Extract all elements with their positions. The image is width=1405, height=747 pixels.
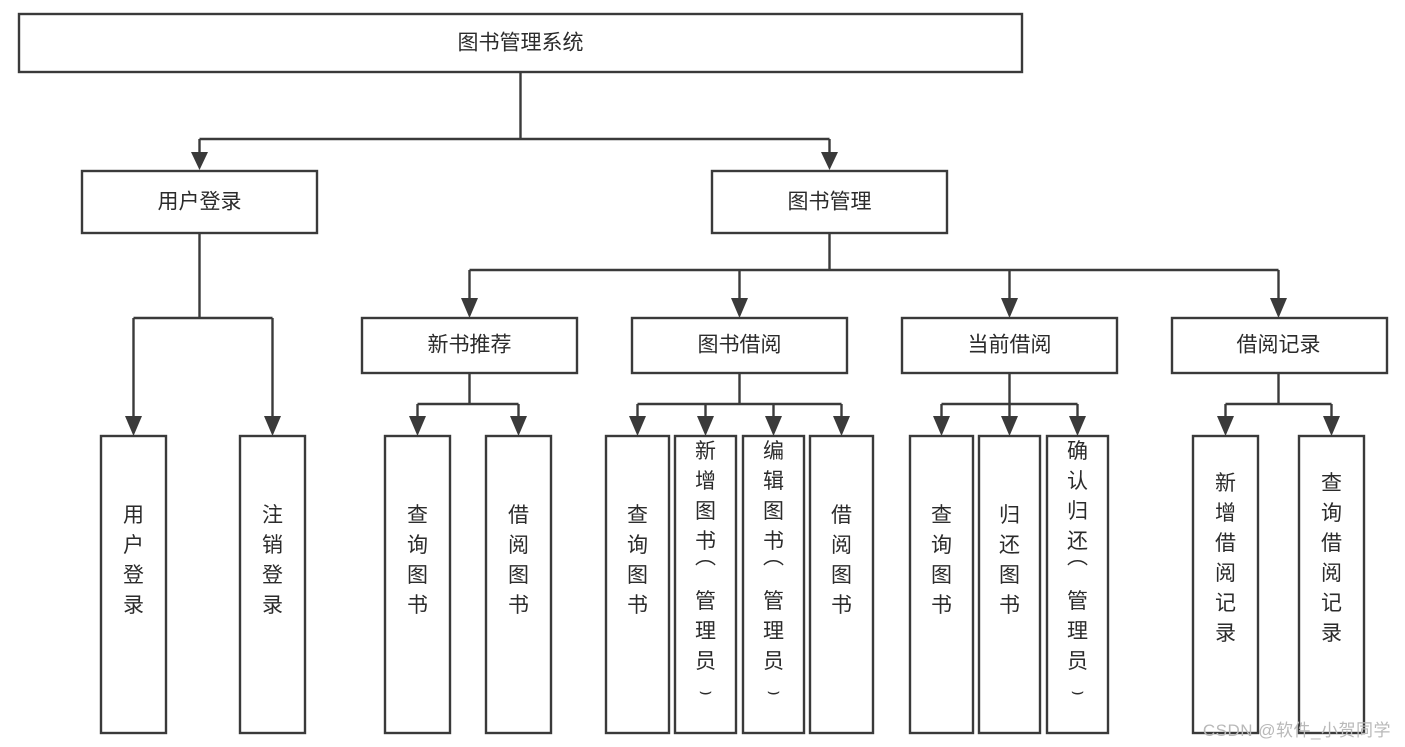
arrowhead-leaf11 [1069,416,1086,436]
node-login-box[interactable] [80,169,319,235]
node-current[interactable]: 当前借阅 [900,316,1119,375]
arrowhead-leaf6 [697,416,714,436]
node-leaf6-label: 新增图书⌒管理员⌣ [695,440,716,703]
node-bookmgmt[interactable]: 图书管理 [710,169,949,235]
arrowhead-leaf8 [833,416,850,436]
node-leaf4-box[interactable] [484,434,553,735]
node-borrow-box[interactable] [630,316,849,375]
node-leaf3-box[interactable] [383,434,452,735]
arrowhead-leaf3 [409,416,426,436]
node-bookmgmt-box[interactable] [710,169,949,235]
node-leaf12[interactable]: 新增借阅记录 [1191,434,1260,735]
arrowhead-records [1270,298,1287,318]
arrowhead-leaf4 [510,416,527,436]
node-login-label: 用户登录 [158,191,242,214]
node-leaf7-label: 编辑图书⌒管理员⌣ [763,440,784,703]
node-leaf13[interactable]: 查询借阅记录 [1297,434,1366,735]
arrowhead-leaf9 [933,416,950,436]
arrowhead-leaf7 [765,416,782,436]
node-leaf13-label: 查询借阅记录 [1321,472,1342,645]
node-records-label: 借阅记录 [1237,334,1321,357]
csdn-watermark: CSDN @软件_小贺同学 [1202,721,1391,740]
node-leaf9-box[interactable] [908,434,975,735]
node-root-box[interactable] [17,12,1024,74]
arrowhead-leaf1 [125,416,142,436]
node-leaf2[interactable]: 注销登录 [238,434,307,735]
connector-layer [125,72,1340,436]
node-leaf10-label: 归还图书 [999,504,1020,617]
node-newbook[interactable]: 新书推荐 [360,316,579,375]
node-leaf2-label: 注销登录 [262,504,283,617]
node-root-label: 图书管理系统 [458,32,584,55]
arrowhead-current [1001,298,1018,318]
node-current-box[interactable] [900,316,1119,375]
arrowhead-leaf13 [1323,416,1340,436]
node-leaf8-label: 借阅图书 [831,504,852,617]
node-borrow-label: 图书借阅 [698,334,782,357]
node-leaf7[interactable]: 编辑图书⌒管理员⌣ [741,434,806,735]
node-leaf3-label: 查询图书 [407,504,428,617]
node-leaf11-label: 确认归还⌒管理员⌣ [1067,440,1088,703]
arrowhead-leaf10 [1001,416,1018,436]
node-leaf7-box[interactable] [741,434,806,735]
node-leaf13-box[interactable] [1297,434,1366,735]
node-newbook-box[interactable] [360,316,579,375]
arrowhead-leaf5 [629,416,646,436]
node-leaf11[interactable]: 确认归还⌒管理员⌣ [1045,434,1110,735]
node-leaf6-box[interactable] [673,434,738,735]
node-leaf6[interactable]: 新增图书⌒管理员⌣ [673,434,738,735]
node-login[interactable]: 用户登录 [80,169,319,235]
node-leaf1[interactable]: 用户登录 [99,434,168,735]
node-records[interactable]: 借阅记录 [1170,316,1389,375]
node-leaf4-label: 借阅图书 [508,504,529,617]
node-leaf10[interactable]: 归还图书 [977,434,1042,735]
node-leaf1-box[interactable] [99,434,168,735]
node-newbook-label: 新书推荐 [428,334,512,357]
node-leaf11-box[interactable] [1045,434,1110,735]
node-current-label: 当前借阅 [968,334,1052,357]
node-leaf9-label: 查询图书 [931,504,952,617]
node-bookmgmt-label: 图书管理 [788,191,872,214]
arrowhead-leaf2 [264,416,281,436]
arrowhead-bookmgmt [821,152,838,170]
node-borrow[interactable]: 图书借阅 [630,316,849,375]
node-leaf8[interactable]: 借阅图书 [808,434,875,735]
node-leaf5-box[interactable] [604,434,671,735]
arrowhead-login [191,152,208,170]
node-leaf12-box[interactable] [1191,434,1260,735]
node-leaf5[interactable]: 查询图书 [604,434,671,735]
node-root[interactable]: 图书管理系统 [17,12,1024,74]
node-leaf1-label: 用户登录 [123,504,144,617]
node-leaf10-box[interactable] [977,434,1042,735]
arrowhead-newbook [461,298,478,318]
node-records-box[interactable] [1170,316,1389,375]
node-leaf8-box[interactable] [808,434,875,735]
node-leaf2-box[interactable] [238,434,307,735]
node-leaf3[interactable]: 查询图书 [383,434,452,735]
node-leaf9[interactable]: 查询图书 [908,434,975,735]
node-leaf12-label: 新增借阅记录 [1215,472,1236,645]
arrowhead-borrow [731,298,748,318]
node-leaf4[interactable]: 借阅图书 [484,434,553,735]
node-leaf5-label: 查询图书 [627,504,648,617]
arrowhead-leaf12 [1217,416,1234,436]
